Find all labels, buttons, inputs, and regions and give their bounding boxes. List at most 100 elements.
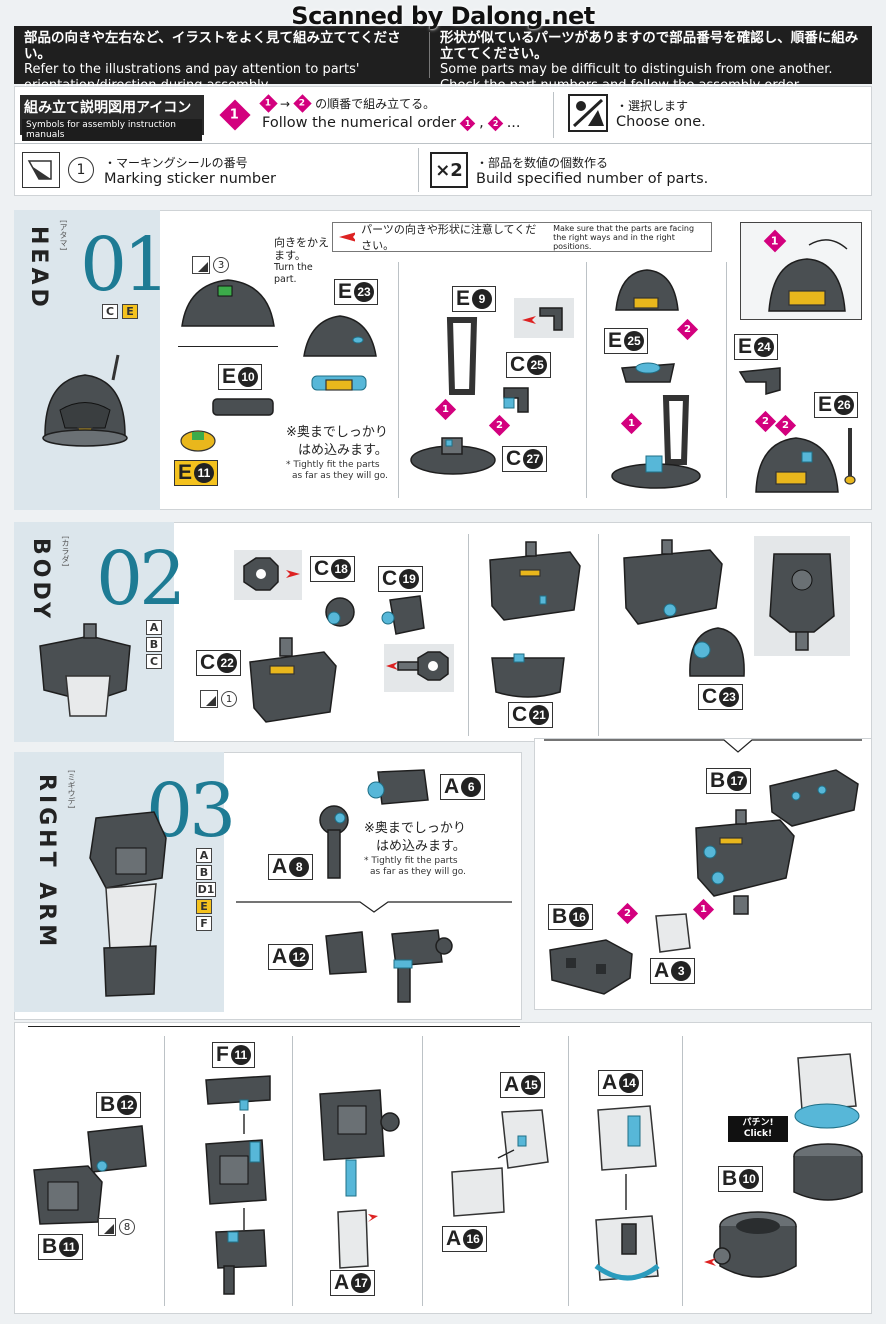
lower-divider-3 <box>422 1036 423 1306</box>
substep-divider <box>178 346 278 347</box>
part-a6-illustration <box>367 769 429 805</box>
part-b12-illustration <box>87 1125 147 1173</box>
fit-jp-2: はめ込みます。 <box>298 443 388 458</box>
symbols-col-divider <box>418 148 419 192</box>
part-e10-illustration <box>212 398 274 416</box>
runner-d1: D1 <box>196 882 216 897</box>
sticker-icon <box>98 1218 116 1236</box>
lower-sticker-ref: 8 <box>98 1218 135 1236</box>
sticker-text: ・マーキングシールの番号 Marking sticker number <box>104 154 276 187</box>
arm-fit-note: ※奥までしっかり はめ込みます。 * Tightly fit the parts… <box>364 820 504 878</box>
sticker-number-icon: 1 <box>68 157 94 183</box>
build-jp: ・部品を数値の個数作る <box>476 156 609 170</box>
arm-body-illustration <box>695 809 795 915</box>
step-02-runners: A B C <box>146 620 162 671</box>
body-divider-1 <box>468 534 469 736</box>
lower-divider-5 <box>682 1036 683 1306</box>
part-yellow-insert <box>311 375 367 391</box>
turn-en: Turn the part. <box>274 262 313 285</box>
head-divider-2 <box>586 262 587 498</box>
fit-en-1: * Tightly fit the parts <box>286 460 380 470</box>
runner-b: B <box>146 637 162 652</box>
badge-2e: 2 <box>616 902 639 925</box>
head-turn-inset: 1 <box>740 222 862 320</box>
order-en: Follow the numerical order <box>262 115 457 131</box>
sticker-en: Marking sticker number <box>104 171 276 187</box>
part-e24-illustration <box>738 367 781 395</box>
part-a8-illustration <box>319 805 349 879</box>
step-01-runners: C E <box>102 304 138 321</box>
badge-2b: 2 <box>676 318 699 341</box>
part-e9-illustration <box>446 317 478 395</box>
click-callout: パチン! Click! <box>728 1116 788 1142</box>
order-en-badge-1: 1 <box>459 115 476 131</box>
order-symbol-text: 1 → 2 の順番で組み立てる。 Follow the numerical or… <box>259 94 552 131</box>
part-b16-illustration <box>549 939 633 995</box>
fit-en-2: as far as they will go. <box>370 867 466 877</box>
symbols-title-en: Symbols for assembly instruction manuals <box>22 119 202 141</box>
part-c19-illustration <box>381 595 425 635</box>
arm-substep-divider <box>236 901 512 913</box>
arm-lower-top-line <box>28 1026 520 1027</box>
part-a12-illustration <box>325 931 367 975</box>
step-01-kana: [アタマ] <box>59 220 68 251</box>
step-01-number: 01 <box>80 222 170 308</box>
part-c19-inset <box>384 644 454 692</box>
order-jp: の順番で組み立てる。 <box>315 97 436 111</box>
sticker-number: 3 <box>213 257 229 273</box>
lower-divider-2 <box>292 1036 293 1306</box>
watermark: Scanned by Dalong.net <box>291 2 595 30</box>
badge-1: 1 <box>434 398 457 421</box>
choose-en: Choose one. <box>616 114 706 130</box>
arm-assembly-divider <box>544 739 862 753</box>
step-01-name: HEAD <box>26 226 51 311</box>
header-divider <box>429 32 430 78</box>
body-divider-2 <box>598 534 599 736</box>
sticker-jp: ・マーキングシールの番号 <box>104 156 248 170</box>
runner-e: E <box>196 899 212 914</box>
part-c22-illustration <box>249 637 337 723</box>
part-e11-illustration <box>180 430 216 452</box>
turn-jp: 向きをかえます。 <box>274 236 329 262</box>
step-02-name: BODY <box>28 538 53 623</box>
part-c25-illustration <box>503 387 529 413</box>
fit-note: ※奥までしっかり はめ込みます。 * Tightly fit the parts… <box>286 424 398 482</box>
symbols-col-divider-2 <box>553 92 554 138</box>
step-03-runners: A B D1 E F <box>196 848 216 933</box>
body-completed-illustration <box>39 623 131 717</box>
runner-b: B <box>196 865 212 880</box>
fit-jp-2: はめ込みます。 <box>376 839 466 854</box>
build-en: Build specified number of parts. <box>476 171 709 187</box>
click-jp: パチン! <box>742 1118 774 1128</box>
symbols-title-jp: 組み立て説明図用アイコン <box>24 100 192 116</box>
fit-jp-1: ※奥までしっかり <box>286 425 388 440</box>
part-c18-inset <box>234 550 302 600</box>
sticker-icon <box>192 256 210 274</box>
